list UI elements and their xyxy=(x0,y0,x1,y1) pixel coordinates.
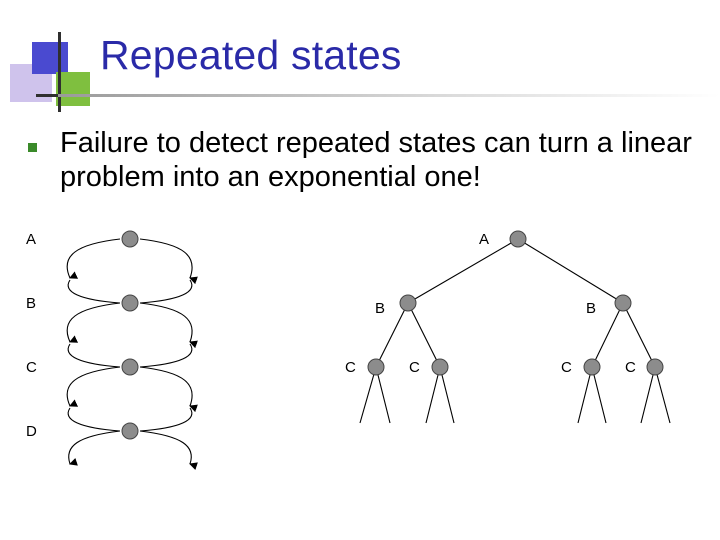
tree-node-a xyxy=(509,230,527,248)
chain-edge-a-b-right xyxy=(139,238,198,285)
tree-leaf-edge xyxy=(654,366,671,424)
chain-label-d: D xyxy=(26,423,37,440)
chain-node-a xyxy=(121,230,139,248)
bullet-square-icon xyxy=(28,143,37,152)
tree-edge-b1-c2 xyxy=(407,302,441,368)
chain-label-a: A xyxy=(26,231,36,248)
chain-edge-a-b-left-in xyxy=(67,279,121,304)
tree-leaf-edge xyxy=(439,366,455,424)
tree-node-c1 xyxy=(367,358,385,376)
bullet-text: Failure to detect repeated states can tu… xyxy=(60,127,692,193)
tree-edge-b2-c4 xyxy=(622,302,656,368)
chain-edge-b-c-left xyxy=(66,302,121,343)
chain-edge-d-out-left xyxy=(68,430,121,466)
tree-label-c4: C xyxy=(625,359,636,376)
chain-label-b: B xyxy=(26,295,36,312)
title-underline-rule xyxy=(58,94,720,97)
tree-leaf-edge xyxy=(425,366,441,424)
chain-edge-b-c-right xyxy=(139,302,198,349)
tree-leaf-edge xyxy=(375,366,391,424)
slide-title: Repeated states xyxy=(100,32,402,78)
tree-node-c2 xyxy=(431,358,449,376)
header-decor-green-square xyxy=(56,72,90,106)
chain-edge-d-out-right xyxy=(139,430,198,471)
tree-edge-a-b2 xyxy=(517,238,624,304)
chain-label-c: C xyxy=(26,359,37,376)
chain-edge-a-b-right-in xyxy=(139,279,193,304)
header-decor-vertical-line xyxy=(58,32,61,112)
chain-node-d xyxy=(121,422,139,440)
header-decor-blue-square xyxy=(32,42,68,74)
tree-leaf-edge xyxy=(577,366,593,424)
chain-node-c xyxy=(121,358,139,376)
tree-edge-b2-c3 xyxy=(591,302,624,368)
chain-edge-c-d-left-in xyxy=(67,407,121,432)
tree-node-c4 xyxy=(646,358,664,376)
tree-label-a: A xyxy=(479,231,489,248)
tree-label-c1: C xyxy=(345,359,356,376)
tree-label-c3: C xyxy=(561,359,572,376)
tree-leaf-edge xyxy=(640,366,656,424)
chain-edge-b-c-left-in xyxy=(67,343,121,368)
tree-node-b2 xyxy=(614,294,632,312)
chain-node-b xyxy=(121,294,139,312)
tree-node-b1 xyxy=(399,294,417,312)
chain-diagram: A B C D xyxy=(26,230,198,471)
tree-node-c3 xyxy=(583,358,601,376)
chain-edge-b-c-right-in xyxy=(139,343,193,368)
chain-edge-a-b-left xyxy=(66,238,121,279)
chain-edge-c-d-right-in xyxy=(139,407,193,432)
tree-label-c2: C xyxy=(409,359,420,376)
chain-edge-c-d-left xyxy=(66,366,121,407)
tree-leaf-edge xyxy=(591,366,607,424)
tree-edge-a-b1 xyxy=(407,238,519,304)
chain-edge-c-d-right xyxy=(139,366,198,413)
tree-label-b1: B xyxy=(375,300,385,317)
tree-label-b2: B xyxy=(586,300,596,317)
tree-leaf-edge xyxy=(359,366,377,424)
tree-edge-b1-c1 xyxy=(375,302,409,368)
tree-diagram: A B B C C C C xyxy=(345,230,671,424)
